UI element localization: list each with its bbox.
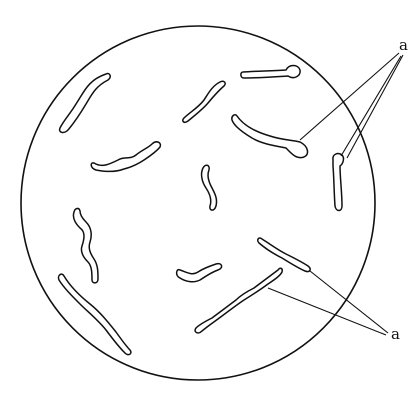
label-a-bottom: a [391, 325, 400, 343]
leader-line [341, 56, 401, 156]
rod-bacterium [258, 238, 310, 272]
rod-bacterium [202, 165, 217, 210]
rod-bacterium [73, 208, 98, 282]
rod-bacterium [91, 142, 160, 172]
rod-bacterium [60, 74, 111, 133]
rod-bacterium [183, 81, 225, 122]
rod-bacterium [59, 274, 131, 354]
leader-line [310, 271, 388, 333]
leader-line [300, 53, 399, 140]
rod-bacterium [177, 264, 222, 282]
leader-line [268, 288, 386, 335]
club-bacterium [232, 115, 308, 158]
label-a-top: a [399, 36, 408, 54]
club-bacterium [333, 154, 344, 211]
club-bacterium [241, 66, 300, 79]
rod-bacterium [195, 268, 282, 333]
leader-line [347, 55, 403, 158]
